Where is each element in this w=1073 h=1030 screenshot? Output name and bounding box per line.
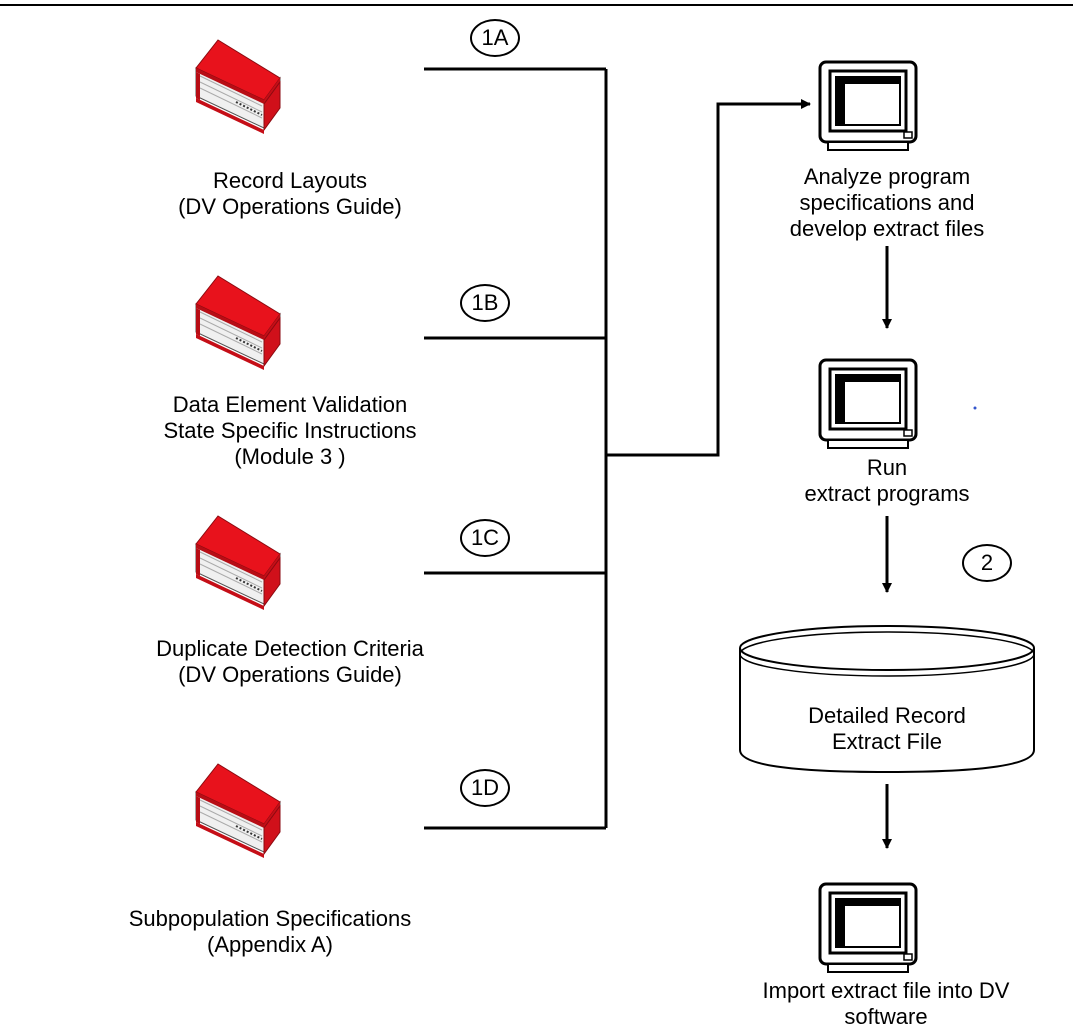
- monitor-icon-import: [818, 882, 918, 974]
- source-label-line: (DV Operations Guide): [178, 662, 402, 687]
- file-label-line: Detailed Record: [808, 703, 966, 728]
- step-badge-1b: 1B: [460, 284, 510, 322]
- source-label-1c: Duplicate Detection Criteria (DV Operati…: [80, 636, 500, 688]
- source-label-line: (Module 3 ): [234, 444, 346, 469]
- book-icon-1a: [195, 39, 281, 135]
- import-label-line: software: [844, 1004, 928, 1029]
- analyze-label: Analyze program specifications and devel…: [737, 164, 1037, 242]
- book-icon-1c: [195, 515, 281, 611]
- stray-dot: [973, 406, 977, 410]
- source-label-line: Subpopulation Specifications: [128, 906, 412, 931]
- source-label-line: (Appendix A): [207, 932, 333, 957]
- analyze-label-line: Analyze program: [803, 164, 971, 189]
- book-icon-1b: [195, 275, 281, 371]
- analyze-label-line: specifications and: [799, 190, 975, 215]
- source-label-1b: Data Element Validation State Specific I…: [80, 392, 500, 470]
- step-badge-2: 2: [962, 544, 1012, 582]
- source-connectors: [424, 67, 811, 830]
- step-badge-1c: 1C: [460, 519, 510, 557]
- run-label-line: Run: [866, 455, 908, 480]
- analyze-label-line: develop extract files: [789, 216, 985, 241]
- step-badge-1d: 1D: [460, 769, 510, 807]
- database-cylinder-icon: [739, 625, 1035, 774]
- step-badge-1a: 1A: [470, 19, 520, 57]
- source-label-1d: Subpopulation Specifications (Appendix A…: [40, 906, 500, 958]
- file-label: Detailed Record Extract File: [737, 703, 1037, 755]
- source-label-line: Record Layouts: [212, 168, 368, 193]
- source-label-line: State Specific Instructions: [163, 418, 417, 443]
- run-label: Run extract programs: [737, 455, 1037, 507]
- source-label-1a: Record Layouts (DV Operations Guide): [120, 168, 460, 220]
- source-label-line: Data Element Validation: [172, 392, 408, 417]
- monitor-icon-run: [818, 358, 918, 450]
- monitor-icon-analyze: [818, 60, 918, 152]
- import-label: Import extract file into DV software: [700, 978, 1072, 1030]
- source-label-line: (DV Operations Guide): [178, 194, 402, 219]
- run-label-line: extract programs: [804, 481, 970, 506]
- book-icon-1d: [195, 763, 281, 859]
- file-label-line: Extract File: [831, 729, 943, 754]
- import-label-line: Import extract file into DV: [762, 978, 1010, 1003]
- source-label-line: Duplicate Detection Criteria: [156, 636, 424, 661]
